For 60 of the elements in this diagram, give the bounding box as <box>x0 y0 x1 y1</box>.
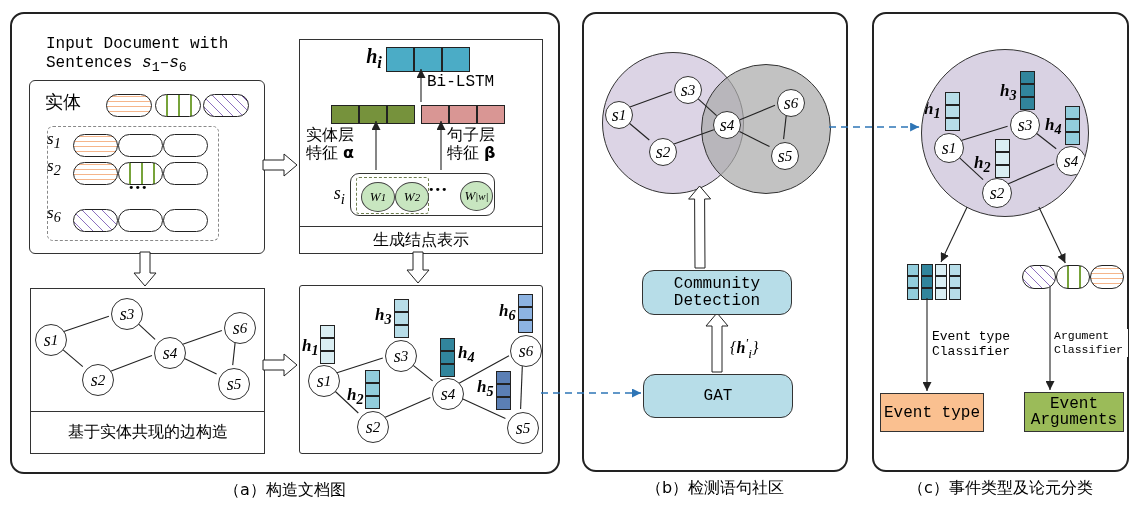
vector-label: h$_{4}$ <box>1045 115 1062 139</box>
vector-label: h$_{i}$ <box>366 45 382 73</box>
connector-line <box>783 113 787 140</box>
block-arrow <box>262 153 298 177</box>
connector-line <box>181 329 223 346</box>
vector-label: h$_{2}$ <box>347 385 364 409</box>
connector-line <box>62 315 110 333</box>
connector-line <box>1007 163 1055 185</box>
arrow <box>436 120 446 171</box>
block-arrow <box>133 251 157 287</box>
document-heading: Input Document with Sentences s$_{1}$–s$_{6}$ <box>46 35 230 78</box>
connector-line <box>335 357 384 374</box>
vector-label: h$_{4}$ <box>458 343 475 367</box>
connector-line <box>672 129 715 145</box>
connector-line <box>628 91 673 108</box>
vector-label: h$_{2}$ <box>974 153 991 177</box>
block-arrow <box>262 353 298 377</box>
arrow <box>371 120 381 171</box>
connector-line <box>384 396 431 419</box>
vector-label: h$_{5}$ <box>477 377 494 401</box>
arrow <box>940 206 968 263</box>
connector-line <box>458 355 510 384</box>
block-arrow <box>705 312 729 373</box>
arrow <box>416 68 426 103</box>
sentence-label: s$_{i}$ <box>333 183 345 208</box>
text-label: s$_{6}$ <box>47 203 61 227</box>
text-label: ••• <box>428 183 448 196</box>
panel-caption: （a）构造文档图 <box>223 480 347 501</box>
connector-line <box>738 130 771 148</box>
vector-label: h$_{3}$ <box>375 305 392 329</box>
dashed-arrow <box>828 122 920 132</box>
text-label: s$_{1}$ <box>47 129 61 153</box>
module-panel <box>30 288 265 454</box>
panel-caption: （c）事件类型及论元分类 <box>907 478 1094 499</box>
panel-caption: （b）检测语句社区 <box>644 478 786 499</box>
dashed-arrow <box>540 388 642 398</box>
output-box: Event type <box>880 393 984 432</box>
arrow <box>922 297 932 392</box>
block-arrow <box>406 251 430 284</box>
connector-line <box>959 125 1009 142</box>
arrow <box>1045 286 1055 391</box>
section-title: 基于实体共现的边构造 <box>31 411 264 453</box>
text-label: ••• <box>128 181 148 194</box>
process-box: GAT <box>643 374 793 418</box>
vector-label: h$_{6}$ <box>499 301 516 325</box>
block-arrow <box>688 185 712 269</box>
edge-label: Argument Classifier <box>1054 329 1128 357</box>
group-frame <box>356 177 429 214</box>
vector-label: h$_{1}$ <box>302 336 319 360</box>
process-box: Community Detection <box>642 270 792 315</box>
graph-panel <box>299 285 543 454</box>
connector-line <box>109 355 153 372</box>
vector-set <box>907 264 962 300</box>
arrow <box>1038 206 1066 264</box>
vector-label: h$_{3}$ <box>1000 81 1017 105</box>
text-label: s$_{2}$ <box>47 156 61 180</box>
text-label: 实体 <box>45 90 81 114</box>
output-box: Event Arguments <box>1024 392 1124 432</box>
connector-line <box>739 104 776 121</box>
argument-pills <box>1022 265 1124 289</box>
